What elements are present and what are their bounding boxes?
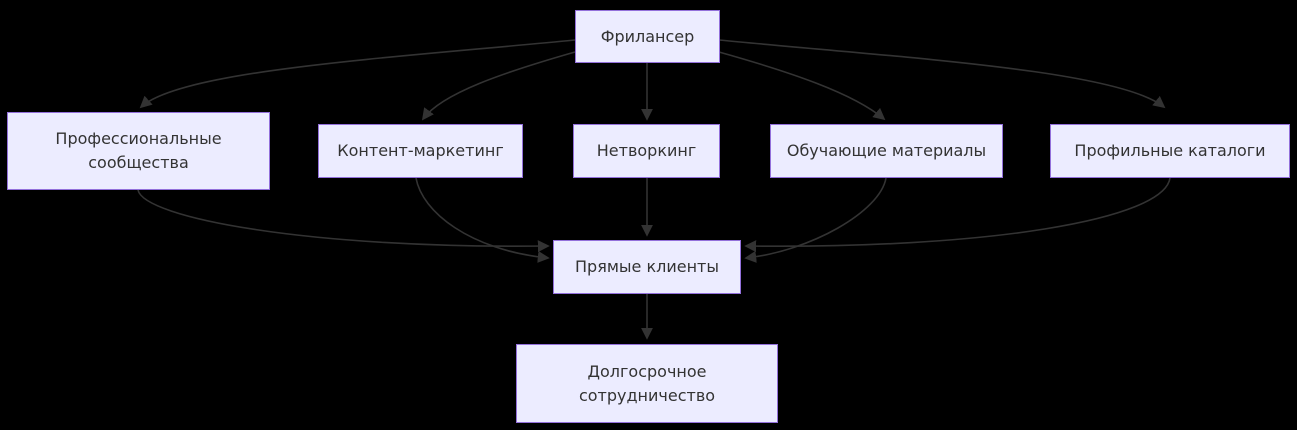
- edge-communities-direct: [137, 189, 550, 253]
- node-networking-label: Нетворкинг: [596, 141, 697, 160]
- node-profile-catalogs: Профильные каталоги: [1050, 124, 1290, 178]
- node-edu-materials: Обучающие материалы: [770, 124, 1003, 178]
- edge-freelancer-edu: [718, 51, 886, 121]
- edge-edu-direct: [744, 177, 887, 263]
- node-freelancer-label: Фрилансер: [600, 26, 695, 46]
- node-professional-communities: Профессиональные сообщества: [7, 112, 270, 190]
- node-direct-clients: Прямые клиенты: [553, 240, 741, 294]
- node-edu-materials-label: Обучающие материалы: [786, 141, 987, 160]
- node-direct-clients-label: Прямые клиенты: [575, 257, 719, 276]
- edge-content-direct: [415, 177, 550, 263]
- node-long-term-cooperation: Долгосрочное сотрудничество: [516, 344, 778, 423]
- edge-freelancer-communities: [139, 39, 576, 109]
- node-freelancer: Фрилансер: [575, 10, 720, 63]
- node-long-term-cooperation-label: Долгосрочное сотрудничество: [578, 361, 716, 405]
- edge-freelancer-content: [421, 51, 576, 121]
- node-networking: Нетворкинг: [573, 124, 720, 178]
- node-content-marketing-label: Контент-маркетинг: [337, 141, 504, 160]
- edge-freelancer-catalogs: [718, 39, 1166, 109]
- node-profile-catalogs-label: Профильные каталоги: [1074, 141, 1266, 160]
- edge-catalogs-direct: [744, 177, 1171, 253]
- node-professional-communities-label: Профессиональные сообщества: [55, 129, 222, 172]
- node-content-marketing: Контент-маркетинг: [318, 124, 523, 178]
